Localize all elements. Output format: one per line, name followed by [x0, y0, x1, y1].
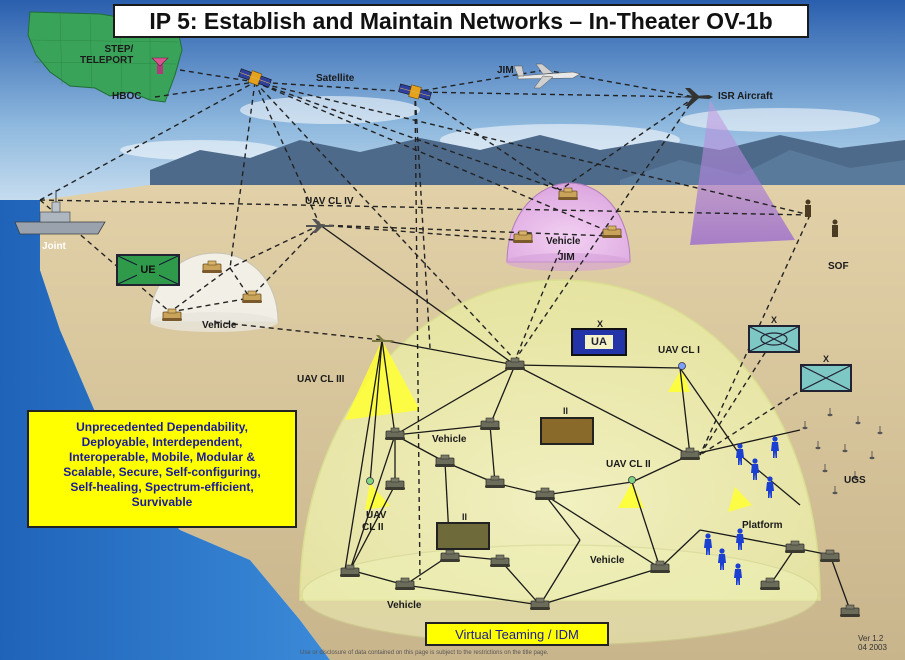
- sof-soldiers: [805, 199, 838, 237]
- version-line-2: 04 2003: [858, 643, 887, 652]
- dashed-links: [39, 69, 821, 581]
- ue-label: UE: [137, 264, 159, 276]
- capability-line: Survivable: [131, 495, 193, 509]
- battalion-echelon-1: II: [563, 406, 569, 416]
- uav-cone-clii-lower: [365, 483, 390, 510]
- ua-echelon: X: [597, 319, 604, 329]
- virtual-teaming-box: Virtual Teaming / IDM: [425, 622, 609, 646]
- jim-dome-label: JIM: [558, 252, 575, 263]
- left-dome: [149, 252, 279, 323]
- left-dome-rim: [150, 312, 278, 332]
- battalion-box-2: [436, 522, 490, 550]
- page-title: IP 5: Establish and Maintain Networks – …: [113, 4, 809, 38]
- joint-label: Joint: [42, 241, 66, 252]
- jim-dome: [506, 182, 631, 263]
- uav-cl-i-label: UAV CL I: [658, 345, 700, 356]
- ua-unit-box: UA: [571, 328, 627, 356]
- uav-cl-iii-label: UAV CL III: [297, 374, 345, 385]
- jim-top-label: JIM: [497, 65, 514, 76]
- uav-cl-iv-label: UAV CL IV: [305, 196, 354, 207]
- jim-aircraft: [513, 63, 581, 89]
- uav-cl-iv-icon: [306, 219, 334, 233]
- capability-line: Unprecedented Dependability,: [76, 420, 248, 434]
- brigade-cross-icon-2: [802, 366, 850, 390]
- sof-label: SOF: [828, 261, 849, 272]
- brigade-box-2: [800, 364, 852, 392]
- teleport-dish: [151, 57, 169, 74]
- uav-cl-ii-left-label-2: CL II: [362, 522, 384, 533]
- vehicle-bottom-label: Vehicle: [387, 600, 422, 611]
- uav-cl-i-icon: [678, 362, 686, 370]
- capabilities-box: Unprecedented Dependability, Deployable,…: [27, 410, 297, 528]
- uav-cl-ii-left-icon: [366, 477, 374, 485]
- vehicle-center-label: Vehicle: [432, 434, 467, 445]
- version-line-1: Ver 1.2: [858, 634, 884, 643]
- isr-aircraft-label: ISR Aircraft: [718, 91, 773, 102]
- ocean: [0, 200, 330, 660]
- uav-cl-ii-left-label-1: UAV: [366, 510, 387, 521]
- satellite-label: Satellite: [316, 73, 355, 84]
- teleport-label: STEP/ TELEPORT: [80, 44, 134, 66]
- battalion-echelon-2: II: [462, 512, 468, 522]
- capability-line: Scalable, Secure, Self-configuring,: [63, 465, 261, 479]
- brigade-echelon-1: X: [771, 315, 778, 325]
- jim-dome-rim: [506, 253, 630, 271]
- uav-cone-cli: [668, 368, 690, 392]
- joint-ship: [14, 190, 106, 235]
- capability-line: Interoperable, Mobile, Modular &: [68, 450, 256, 464]
- brigade-box-1: [748, 325, 800, 353]
- ua-label: UA: [585, 335, 613, 349]
- vehicle-jim-dome-label: Vehicle: [546, 236, 581, 247]
- footnote: Use or disclosure of data contained on t…: [300, 650, 549, 656]
- isr-beam: [690, 100, 795, 245]
- brigade-cross-icon-1: [750, 327, 798, 351]
- ue-unit-box: UE: [116, 254, 180, 286]
- uav-cl-ii-center-icon: [628, 476, 636, 484]
- uav-cone-platform: [728, 487, 752, 512]
- capability-line: Deployable, Interdependent,: [81, 435, 243, 449]
- vehicle-lower-label: Vehicle: [590, 555, 625, 566]
- platform-label: Platform: [742, 520, 783, 531]
- brigade-echelon-2: X: [823, 354, 830, 364]
- uav-cone-clii-left: [345, 340, 420, 420]
- uav-cl-iii-icon: [372, 335, 394, 342]
- isr-aircraft-icon: [679, 88, 713, 106]
- vehicle-left-dome-label: Vehicle: [202, 320, 237, 331]
- us-state-lines: [29, 13, 179, 100]
- battalion-box-1: [540, 417, 594, 445]
- ugs-label: UGS: [844, 475, 866, 486]
- solid-links: [319, 224, 851, 611]
- capability-line: Self-healing, Spectrum-efficient,: [70, 480, 254, 494]
- version-stamp: Ver 1.2 04 2003: [858, 634, 887, 652]
- uav-cone-clii-center: [618, 482, 644, 508]
- hboc-label: HBOC: [112, 91, 142, 102]
- uav-cl-ii-center-label: UAV CL II: [606, 459, 651, 470]
